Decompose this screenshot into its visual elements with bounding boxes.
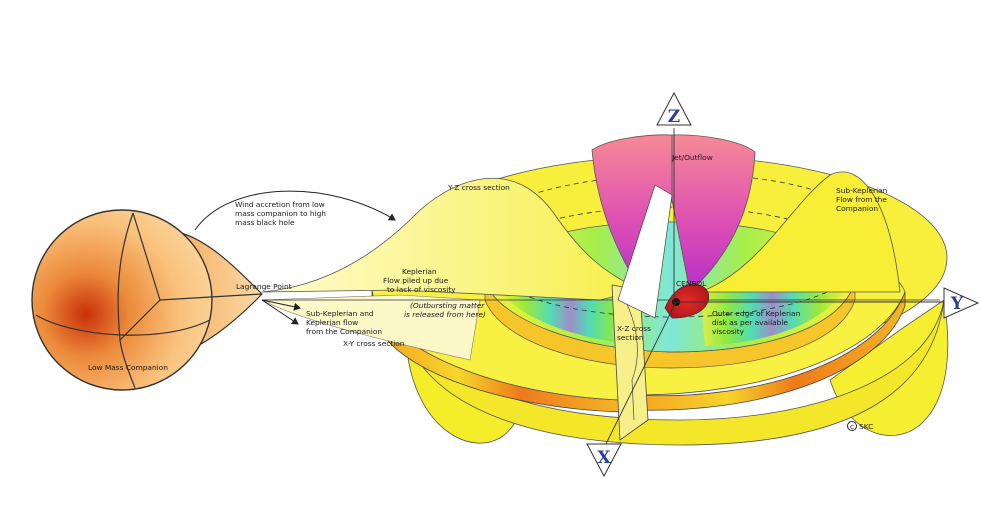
accretion-disk xyxy=(260,155,949,446)
x-axis-marker xyxy=(586,443,622,478)
outer-edge-label: Outer edge of Keplerian disk as per avai… xyxy=(712,309,803,336)
low-mass-companion xyxy=(31,209,263,391)
companion-label: Low Mass Companion xyxy=(88,363,168,372)
xz-cross-label: X-Z cross section xyxy=(617,324,653,342)
sub-keplerian-flow-label: Sub-Keplerian and Keplerian flow from th… xyxy=(306,309,382,336)
z-axis-label: Z xyxy=(668,107,680,127)
companion-cut-2 xyxy=(132,212,161,301)
keplerian-pile-label: Keplerian Flow piled up due to lack of v… xyxy=(383,267,456,294)
wind-arrow xyxy=(194,190,396,231)
x-axis-line xyxy=(603,301,677,449)
companion-sphere xyxy=(31,209,213,391)
yz-cross-label: Y-Z cross section xyxy=(447,183,510,192)
jet-outflow xyxy=(591,134,756,319)
companion-cut-1 xyxy=(119,299,161,341)
lagrange-label: Lagrange Point xyxy=(236,282,292,291)
x-axis-label: X xyxy=(597,448,611,468)
y-axis-marker xyxy=(943,287,980,319)
jet-cone-right xyxy=(671,134,756,293)
xy-cross-label: X-Y cross section xyxy=(343,339,405,348)
y-axis-label: Y xyxy=(950,294,964,314)
lagrange-arrow-2 xyxy=(261,299,301,311)
xy-cone xyxy=(260,294,481,361)
wind-accretion-label: Wind accretion from low mass companion t… xyxy=(235,200,328,227)
credit-mark: c SKC xyxy=(847,421,873,431)
outburst-label: (Outbursting matter is released from her… xyxy=(404,301,487,319)
z-axis-marker xyxy=(656,91,692,126)
keplerian-rim-front-right xyxy=(631,291,906,411)
axes: Z X Y xyxy=(586,91,980,478)
copyright-icon xyxy=(847,421,857,431)
credit-label: SKC xyxy=(859,422,873,431)
jet-wedge-gap xyxy=(617,184,673,319)
jet-label: Jet/Outflow xyxy=(671,153,713,162)
xz-panel-edge xyxy=(624,299,638,421)
companion-cut-3 xyxy=(159,293,263,301)
companion-equator xyxy=(35,314,211,336)
cenbol-label: CENBOL xyxy=(676,279,707,288)
copyright-glyph: c xyxy=(850,422,854,431)
companion-meridian xyxy=(117,212,136,389)
yz-wing-right xyxy=(699,171,901,293)
yz-wing-left xyxy=(261,177,642,301)
cenbol-shape xyxy=(664,283,710,319)
lagrange-arrow-1 xyxy=(261,299,299,325)
sub-keplerian-top-label: Sub-Keplerian Flow from the Companion xyxy=(836,186,890,213)
